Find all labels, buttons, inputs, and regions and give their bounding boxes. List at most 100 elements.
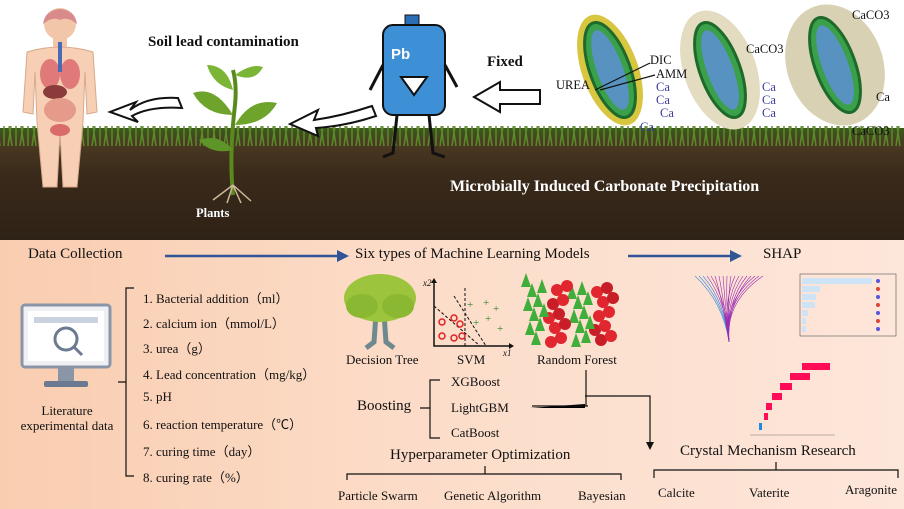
forest-tree: [591, 286, 603, 298]
shap-summary-bar: [802, 294, 816, 300]
forest-tree: [523, 297, 533, 311]
svm-class-a-point: [450, 334, 458, 342]
boosting-label: Boosting: [357, 398, 412, 414]
svm-class-a-point: [438, 332, 446, 340]
forest-tree: [601, 282, 613, 294]
forest-tree: [533, 293, 543, 307]
ca-label: Ca: [876, 90, 890, 104]
boosting-item: XGBoost: [451, 374, 501, 389]
forest-tree: [585, 315, 595, 329]
svm-class-b-point: +: [483, 297, 489, 309]
flow-arrow-icon: [165, 250, 349, 262]
forest-tree: [537, 279, 547, 293]
features-bracket: [118, 287, 134, 477]
shap-summary-bar: [802, 286, 820, 292]
forest-tree: [531, 331, 541, 345]
ca-label: Ca: [762, 93, 776, 107]
soil-lead-contamination-label: Soil lead contamination: [148, 34, 299, 50]
shap-summary-bar: [802, 326, 806, 332]
hyperparameter-method: Genetic Algorithm: [444, 488, 542, 503]
plant-icon: [193, 65, 277, 204]
human-body-icon: [22, 8, 98, 188]
forest-tree: [549, 322, 561, 334]
ca-label: Ca: [660, 106, 674, 120]
hyperparameter-method: Particle Swarm: [338, 488, 418, 503]
shap-summary-bar: [802, 302, 815, 308]
forest-tree: [559, 318, 571, 330]
hyperparameter-heading: Hyperparameter Optimization: [390, 447, 571, 463]
decision-tree-icon: [344, 274, 416, 350]
svm-class-b-point: +: [485, 313, 491, 325]
shap-decision-line: [728, 275, 744, 343]
monitor-search-icon: [20, 303, 112, 387]
shap-heading: SHAP: [763, 246, 802, 262]
ml-models-heading: Six types of Machine Learning Models: [355, 246, 590, 262]
forest-tree: [553, 308, 565, 320]
crystal-type: Vaterite: [749, 485, 790, 500]
shap-summary-dot: [876, 287, 880, 291]
shap-waterfall-plot: [750, 363, 835, 436]
plants-label: Plants: [196, 206, 230, 220]
urea-label: UREA: [556, 78, 591, 92]
forest-tree: [593, 310, 605, 322]
random-forest-icon: [521, 273, 619, 348]
bacteria-micp-illustration: [577, 4, 885, 130]
feature-item: 1. Bacterial addition（ml）: [143, 291, 289, 306]
svm-label: SVM: [457, 352, 486, 367]
shap-summary-dot: [876, 319, 880, 323]
forest-tree: [561, 280, 573, 292]
svm-class-a-point: [450, 314, 458, 322]
forest-tree: [529, 307, 539, 321]
shap-decision-line: [728, 275, 764, 343]
feature-item: 8. curing rate（%）: [143, 470, 249, 485]
forest-tree: [551, 284, 563, 296]
forest-tree: [595, 334, 607, 346]
forest-tree: [575, 319, 585, 333]
shap-summary-bar: [802, 310, 808, 316]
shap-summary-plot: [799, 273, 897, 337]
forest-tree: [525, 321, 535, 335]
shap-waterfall-bar: [790, 373, 810, 380]
dic-label: DIC: [650, 53, 672, 67]
caco3-label: CaCO3: [852, 8, 890, 22]
shap-waterfall-bar: [766, 403, 772, 410]
caco3-label: CaCO3: [746, 42, 784, 56]
data-source-line1: Literature: [41, 403, 93, 418]
forest-tree: [573, 295, 583, 309]
ca-label: Ca: [762, 80, 776, 94]
forest-tree: [521, 273, 531, 287]
forest-tree: [599, 320, 611, 332]
shap-summary-dot: [876, 303, 880, 307]
hyperparameter-bracket: [346, 466, 622, 480]
fixed-label: Fixed: [487, 54, 523, 70]
forest-tree: [547, 298, 559, 310]
soil-band: [0, 128, 904, 240]
boosting-item: CatBoost: [451, 425, 500, 440]
forest-tree: [567, 285, 577, 299]
forest-tree: [535, 317, 545, 331]
shap-summary-dot: [876, 327, 880, 331]
hyperparameter-method: Bayesian: [578, 488, 626, 503]
forest-tree: [579, 305, 589, 319]
boosting-item: LightGBM: [451, 400, 509, 415]
forest-tree: [597, 296, 609, 308]
data-collection-heading: Data Collection: [28, 246, 123, 262]
boosting-bracket: [420, 379, 654, 450]
caco3-label: CaCO3: [852, 124, 890, 138]
feature-item: 6. reaction temperature（℃）: [143, 417, 303, 432]
shap-waterfall-bar: [759, 423, 762, 430]
bottom-background: [0, 240, 904, 509]
crystal-heading: Crystal Mechanism Research: [680, 443, 856, 459]
feature-item: 2. calcium ion（mmol/L）: [143, 316, 285, 331]
lead-barrel-character: [368, 14, 459, 159]
forest-tree: [527, 283, 537, 297]
forest-tree: [557, 294, 569, 306]
random-forest-label: Random Forest: [537, 352, 617, 367]
arrow-bacteria-to-pb: [471, 80, 541, 114]
shap-summary-bar: [802, 318, 806, 324]
shap-summary-dot: [876, 295, 880, 299]
svm-class-a-point: [458, 332, 466, 340]
forest-tree: [571, 333, 581, 347]
feature-item: 4. Lead concentration（mg/kg）: [143, 367, 316, 382]
